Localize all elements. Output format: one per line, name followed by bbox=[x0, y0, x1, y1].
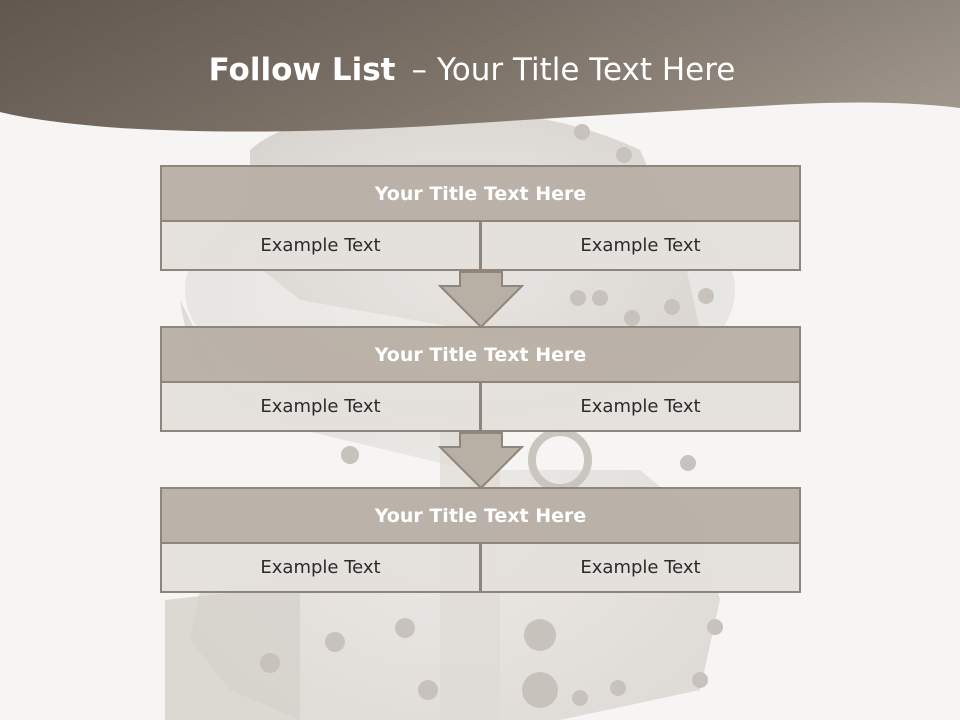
step-title: Your Title Text Here bbox=[160, 165, 801, 222]
slide-title-rest: Your Title Text Here bbox=[436, 52, 736, 88]
step-left-text: Example Text bbox=[160, 544, 481, 593]
step-block-1: Your Title Text Here Example Text Exampl… bbox=[160, 165, 801, 271]
step-left-text: Example Text bbox=[160, 222, 481, 271]
step-right-text: Example Text bbox=[480, 383, 801, 432]
step-title: Your Title Text Here bbox=[160, 487, 801, 544]
down-arrow-icon bbox=[438, 432, 524, 490]
slide-title-bold: Follow List bbox=[208, 52, 396, 88]
step-block-3: Your Title Text Here Example Text Exampl… bbox=[160, 487, 801, 593]
step-title: Your Title Text Here bbox=[160, 326, 801, 383]
down-arrow-icon bbox=[438, 271, 524, 329]
step-right-text: Example Text bbox=[480, 222, 801, 271]
step-right-text: Example Text bbox=[480, 544, 801, 593]
step-left-text: Example Text bbox=[160, 383, 481, 432]
slide-title-separator: – bbox=[411, 52, 427, 88]
slide-title: Follow List–Your Title Text Here bbox=[0, 52, 944, 88]
step-block-2: Your Title Text Here Example Text Exampl… bbox=[160, 326, 801, 432]
